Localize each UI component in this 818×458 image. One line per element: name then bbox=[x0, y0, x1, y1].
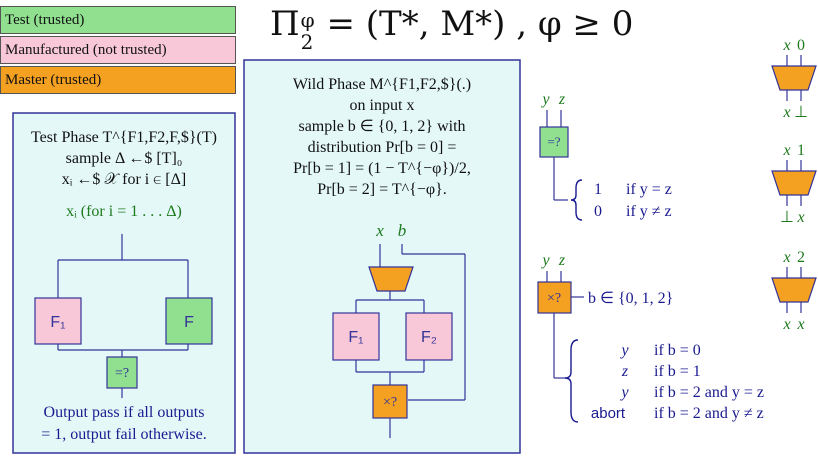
wild-line1: Wild Phase M^{F1,F2,$}(.) bbox=[293, 76, 471, 93]
mux1-bot-left: ⊥ bbox=[780, 209, 794, 226]
sel-symbol: ×? bbox=[547, 291, 561, 306]
test-f-box bbox=[165, 297, 213, 345]
sel-case4-val: abort bbox=[591, 405, 626, 422]
eq-brace bbox=[570, 179, 583, 221]
test-output-line2: = 1, output fail otherwise. bbox=[41, 426, 206, 443]
eq-case2-cond: if y ≠ z bbox=[626, 203, 672, 220]
eq-case2-val: 0 bbox=[594, 203, 602, 220]
test-f1-label: F₁ bbox=[50, 314, 65, 331]
sel-case4-cond: if b = 2 and y ≠ z bbox=[654, 405, 764, 422]
wild-input-x: x bbox=[375, 221, 384, 240]
wild-mult-box bbox=[372, 384, 408, 419]
mux2-bot-right: x bbox=[796, 316, 804, 333]
title-rest: = (T*, M*) , φ ≥ 0 bbox=[315, 4, 634, 44]
eq-case1-val: 1 bbox=[594, 181, 602, 198]
test-phase-panel bbox=[12, 112, 236, 454]
eq-case1-cond: if y = z bbox=[626, 181, 672, 198]
test-output-line1: Output pass if all outputs bbox=[44, 404, 205, 421]
test-line1: Test Phase T^{F1,F2,F,$}(T) bbox=[31, 129, 217, 146]
wild-mux bbox=[368, 266, 414, 292]
wild-line4: distribution Pr[b = 0] = bbox=[308, 139, 457, 156]
test-line2: sample Δ ←$ [T]₀ bbox=[66, 150, 183, 167]
test-input-label: xᵢ (for i = 1 . . . Δ) bbox=[66, 203, 182, 220]
wild-f1-label: F₁ bbox=[348, 329, 363, 346]
eq-in-y: y bbox=[540, 91, 550, 108]
legend-test: Test (trusted) bbox=[0, 6, 236, 34]
test-eq-symbol: =? bbox=[115, 366, 129, 381]
sel-case2-cond: if b = 1 bbox=[654, 363, 701, 380]
sel-brace bbox=[564, 339, 579, 423]
sel-case2-val: z bbox=[621, 363, 629, 380]
mux0-top-val: 0 bbox=[797, 37, 805, 54]
wild-f2-box bbox=[405, 312, 453, 361]
wild-line5: Pr[b = 1] = (1 − T^{−φ})/2, bbox=[293, 160, 471, 177]
sel-in-y: y bbox=[540, 252, 550, 269]
mux2-wires bbox=[786, 267, 802, 313]
eq-box bbox=[539, 126, 569, 158]
wild-line6: Pr[b = 2] = T^{−φ}. bbox=[317, 181, 447, 198]
mux0-shape bbox=[771, 65, 817, 91]
title-sub: 2 bbox=[300, 30, 314, 54]
title-pi: Π bbox=[270, 4, 300, 44]
mux2-bot-left: x bbox=[782, 316, 790, 333]
sel-case1-val: y bbox=[619, 342, 629, 359]
title-sup: φ bbox=[300, 8, 315, 32]
mux2-top-val: 2 bbox=[797, 249, 805, 266]
sel-wires bbox=[546, 271, 584, 379]
legend-master: Master (trusted) bbox=[0, 66, 236, 94]
mux2-top-x: x bbox=[782, 249, 790, 266]
wild-f2-label: F₂ bbox=[421, 329, 437, 346]
mux0-bot-left: x bbox=[782, 104, 790, 121]
mux0-bot-right: ⊥ bbox=[794, 104, 808, 121]
wild-line2: on input x bbox=[350, 97, 415, 114]
mux1-wires bbox=[786, 160, 802, 206]
eq-wires bbox=[546, 110, 568, 201]
mux1-top-val: 1 bbox=[797, 142, 805, 159]
test-wires bbox=[57, 234, 189, 398]
wild-line3: sample b ∈ {0, 1, 2} with bbox=[298, 118, 465, 135]
eq-in-z: z bbox=[558, 91, 566, 108]
wild-wires bbox=[355, 244, 466, 438]
test-f-label: F bbox=[184, 314, 194, 331]
sel-case3-val: y bbox=[619, 384, 629, 401]
mux0-top-x: x bbox=[782, 37, 790, 54]
wild-input-b: b bbox=[398, 221, 407, 240]
test-f1-box bbox=[34, 297, 82, 345]
legend-manufactured: Manufactured (not trusted) bbox=[0, 36, 236, 64]
mux1-shape bbox=[771, 170, 817, 196]
mux1-bot-right: x bbox=[796, 209, 804, 226]
eq-symbol: =? bbox=[547, 134, 560, 149]
mux0-wires bbox=[786, 55, 802, 101]
mux2-shape bbox=[771, 277, 817, 303]
sel-b-label: b ∈ {0, 1, 2} bbox=[588, 290, 673, 307]
mux1-top-x: x bbox=[782, 142, 790, 159]
sel-case1-cond: if b = 0 bbox=[654, 342, 701, 359]
sel-case3-cond: if b = 2 and y = z bbox=[654, 384, 764, 401]
sel-in-z: z bbox=[558, 252, 566, 269]
sel-box bbox=[537, 281, 572, 314]
wild-f1-box bbox=[332, 312, 380, 361]
test-line3: xᵢ ←$ 𝒳 for i ∈ [Δ] bbox=[62, 171, 187, 188]
test-eq-box bbox=[106, 356, 138, 389]
wild-mult-symbol: ×? bbox=[383, 395, 397, 410]
